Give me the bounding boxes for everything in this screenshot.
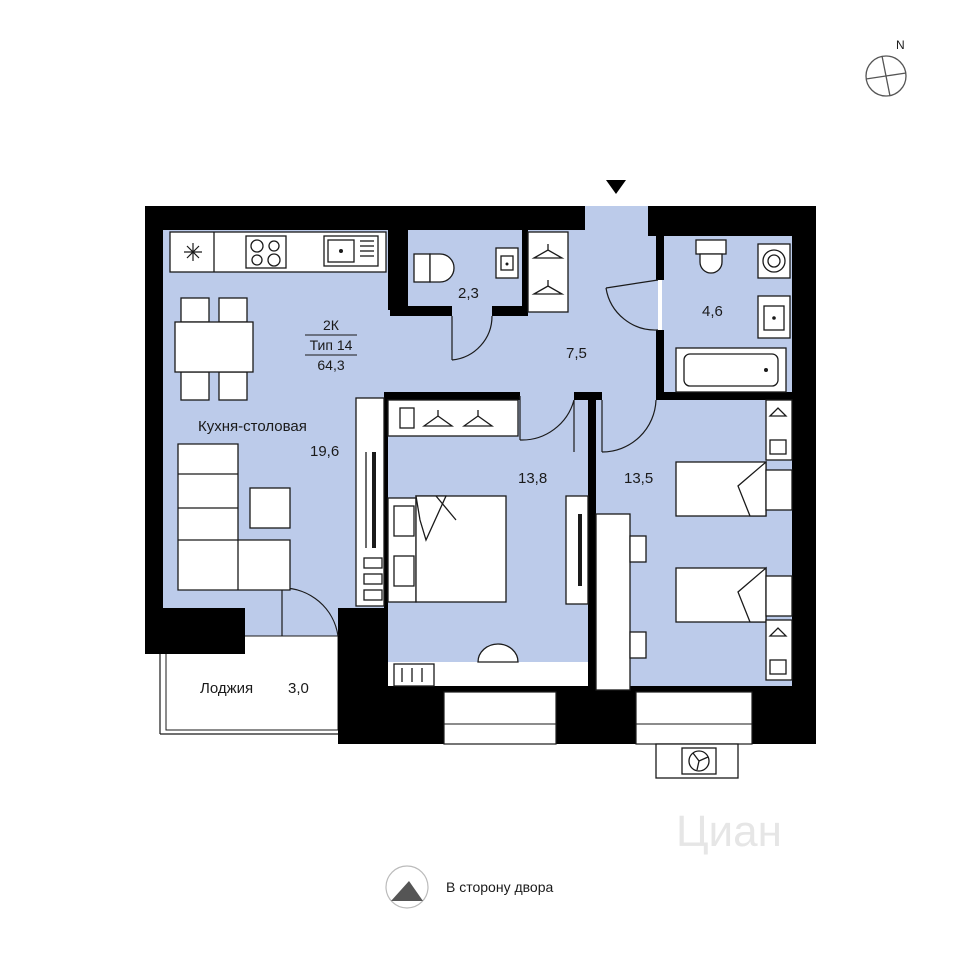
- toilet-icon: [413, 253, 431, 283]
- nightstand: [387, 497, 417, 603]
- sink-icon: [323, 235, 379, 267]
- desk: [595, 513, 631, 691]
- door-bath: [605, 279, 659, 289]
- orientation-label: В сторону двора: [446, 879, 553, 895]
- coffee-table: [249, 487, 291, 529]
- wall-bath-left-top: [656, 230, 664, 280]
- chair: [477, 643, 519, 663]
- bedroom1-furniture: [387, 399, 589, 687]
- loggia-name: Лоджия: [200, 680, 253, 697]
- wall-left-outer: [145, 206, 153, 654]
- chair: [629, 535, 647, 563]
- wc-area: 2,3: [458, 285, 479, 302]
- bedroom2-furniture: [595, 399, 793, 691]
- chair: [218, 371, 248, 401]
- chair: [629, 631, 647, 659]
- bath-area: 4,6: [702, 303, 723, 320]
- bedroom2-area: 13,5: [624, 470, 653, 487]
- wall-right: [792, 206, 816, 744]
- kitchen-counter: [169, 231, 387, 273]
- wall-top-left: [145, 206, 585, 230]
- stove-icon: [245, 235, 287, 269]
- apartment-total-area: 64,3: [317, 357, 344, 373]
- toilet-icon: [695, 239, 727, 255]
- windows: [159, 654, 753, 745]
- window-bedroom1: [443, 691, 557, 745]
- wall-bed1-top: [384, 392, 520, 400]
- tv-icon: [372, 452, 376, 548]
- walls: [145, 206, 816, 744]
- air-conditioner-icon: [655, 743, 739, 779]
- chair: [218, 297, 248, 323]
- apartment-type: Тип 14: [310, 337, 353, 353]
- watermark: Циан: [676, 807, 782, 856]
- kitchen-furniture: [169, 231, 387, 607]
- kitchen-area: 19,6: [310, 443, 339, 460]
- chair: [180, 297, 210, 323]
- wall-bottom-center: [556, 690, 636, 744]
- ac-unit: [655, 743, 739, 779]
- compass: N: [865, 38, 907, 97]
- wall-bath-bottom: [656, 392, 792, 400]
- wall-top-right: [648, 206, 816, 236]
- bath-fixtures: [675, 239, 791, 393]
- tv-icon: [578, 514, 582, 586]
- chair: [180, 371, 210, 401]
- wall-bed-divider: [588, 392, 596, 692]
- wardrobe: [387, 399, 519, 437]
- sofa: [177, 443, 291, 591]
- dining-table: [174, 321, 254, 373]
- hanger-icon: [461, 410, 495, 427]
- bedroom1-area: 13,8: [518, 470, 547, 487]
- radiator: [393, 663, 435, 687]
- wall-bed1-left: [384, 392, 388, 662]
- wc-fixtures: [413, 231, 569, 313]
- hanger-icon: [531, 244, 565, 259]
- kitchen-name: Кухня-столовая: [198, 418, 307, 435]
- compass-icon: [865, 55, 907, 97]
- apartment-badge: 2К Тип 14 64,3: [305, 317, 357, 373]
- tv-cabinet: [355, 397, 385, 607]
- compass-north-label: N: [896, 38, 905, 52]
- wall-wc-left: [388, 230, 408, 310]
- apartment-rooms-code: 2К: [323, 317, 340, 333]
- wall-bottom-left: [145, 608, 245, 654]
- hanger-icon: [421, 410, 455, 427]
- wall-wc-right: [522, 230, 528, 316]
- window-bedroom2: [635, 691, 753, 745]
- orientation: В сторону двора: [385, 865, 553, 909]
- snowflake-icon: [184, 243, 202, 261]
- hall-area: 7,5: [566, 345, 587, 362]
- hanger-icon: [531, 280, 565, 295]
- tv-cabinet: [565, 495, 589, 605]
- doors: [281, 279, 659, 637]
- yard-direction-icon: [385, 865, 429, 909]
- entrance-arrow-icon: [606, 180, 626, 194]
- loggia-area: 3,0: [288, 680, 309, 697]
- entrance-floor: [584, 206, 648, 236]
